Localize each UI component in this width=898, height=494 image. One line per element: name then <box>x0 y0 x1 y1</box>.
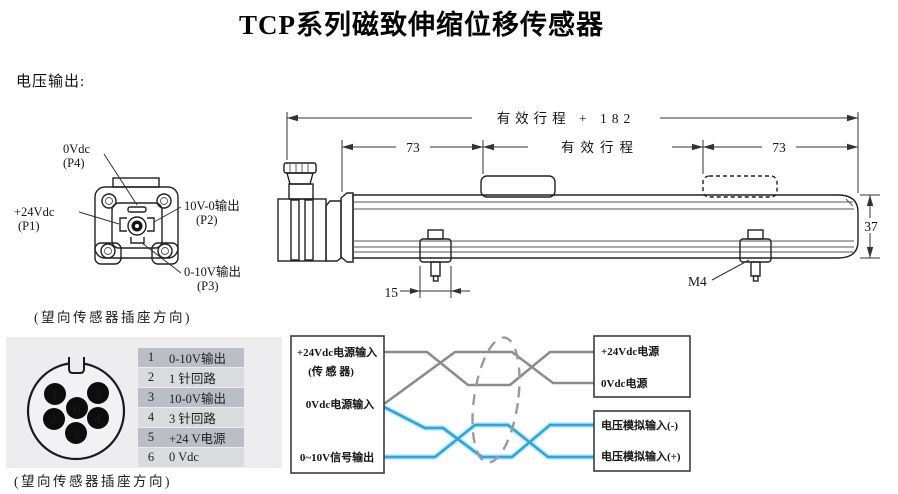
label-p2-name: 10V-0输出 <box>184 198 240 213</box>
connector-face-caption: (望向传感器插座方向) <box>34 310 192 325</box>
round-connector-diagram: 1 5 6 2 4 3 <box>26 357 126 461</box>
pin-desc-cell: 3 针回路 <box>169 412 216 426</box>
sensor-box-line2: (传 感 器) <box>308 364 354 378</box>
connector-face-labels: 0Vdc (P4) +24Vdc (P1) 10V-0输出 (P2) 0-10V… <box>14 142 241 293</box>
dim-73-left: 73 <box>406 140 420 155</box>
label-p3-name: 0-10V输出 <box>184 264 241 279</box>
leader-lines <box>78 153 182 274</box>
dim-total-stroke-label: 有效行程 + 182 <box>497 111 636 126</box>
dim-15-foot: 15 <box>385 285 399 300</box>
sensor-box <box>290 335 385 474</box>
label-p3-pin: (P3) <box>197 279 219 293</box>
page-title: TCP系列磁致伸缩位移传感器 <box>239 10 604 40</box>
pin-number-cell: 6 <box>147 450 155 464</box>
wiring-diagram: +24Vdc电源输入 (传 感 器) 0Vdc电源输入 0~10V信号输出 +2… <box>290 335 691 474</box>
label-p2-pin: (P2) <box>196 213 218 227</box>
dimension-arrows <box>287 114 874 294</box>
sensor-body <box>352 194 859 259</box>
section-label: 电压输出: <box>16 74 86 90</box>
cable-jacket-ellipse <box>471 336 521 464</box>
cable-plug-assembly <box>277 162 354 263</box>
pin-desc-cell: 10-0V输出 <box>169 392 226 406</box>
connector-face-drawing <box>94 177 179 265</box>
pin-desc-cell: +24 V电源 <box>169 432 226 446</box>
pin-p3-tab <box>130 237 145 244</box>
table-row: 4 3 针回路 <box>138 408 244 427</box>
pin-number-cell: 5 <box>147 430 155 444</box>
magnet-slider-phantom <box>702 175 778 198</box>
mounting-foot-left <box>419 229 452 282</box>
sensor-dimension-drawing: 有效行程 + 182 73 有效行程 73 37 15 M4 <box>277 109 883 300</box>
pin-p1-bracket <box>119 217 127 232</box>
connector-face-diagram: 0Vdc (P4) +24Vdc (P1) 10V-0输出 (P2) 0-10V… <box>14 142 241 293</box>
power-box-line1: +24Vdc电源 <box>601 344 659 358</box>
signal-wire-halo <box>382 404 594 460</box>
sensor-box-line3: 0Vdc电源输入 <box>306 397 374 411</box>
pin-number-cell: 3 <box>147 390 155 404</box>
label-p1-pin: (P1) <box>18 219 40 233</box>
power-supply-box <box>593 335 691 398</box>
pin-desc-cell: 0-10V输出 <box>169 352 226 366</box>
pin-assignment-table: 1 0-10V输出 2 1 针回路 3 10-0V输出 4 3 针回路 5 +2… <box>138 348 244 468</box>
pin-number-2: 2 <box>51 412 58 427</box>
sensor-box-labels: +24Vdc电源输入 (传 感 器) 0Vdc电源输入 0~10V信号输出 <box>297 345 377 464</box>
dim-stroke-label: 有效行程 <box>561 140 639 155</box>
power-box-labels: +24Vdc电源 0Vdc电源 <box>601 344 659 390</box>
screw-label-m4: M4 <box>688 274 707 289</box>
keyway-notch <box>68 357 85 374</box>
table-row: 5 +24 V电源 <box>138 428 244 447</box>
pin-p2-bracket <box>147 217 155 232</box>
body-extrusion-lines <box>353 198 854 253</box>
sensor-box-line1: +24Vdc电源输入 <box>297 345 377 359</box>
connector-pins <box>43 382 109 444</box>
table-row: 1 0-10V输出 <box>138 348 244 367</box>
sensor-box-line4: 0~10V信号输出 <box>300 450 374 464</box>
power-wire-pair <box>383 350 594 406</box>
pin-p4-slot <box>127 206 147 213</box>
pin-number-cell: 4 <box>147 410 155 424</box>
signal-box-line2: 电压模拟输入(+) <box>601 449 681 463</box>
signal-box-labels: 电压模拟输入(-) 电压模拟输入(+) <box>601 418 681 463</box>
center-pin <box>127 216 147 236</box>
table-row: 6 0 Vdc <box>138 448 244 467</box>
pin-number-cell: 2 <box>147 370 155 384</box>
table-row: 2 1 针回路 <box>138 368 244 387</box>
signal-box-line1: 电压模拟输入(-) <box>601 418 678 432</box>
power-box-line2: 0Vdc电源 <box>601 376 647 390</box>
pin-number-4: 4 <box>95 411 102 426</box>
label-p4-name: 0Vdc <box>63 142 91 156</box>
dim-37-height: 37 <box>864 219 878 234</box>
pin-desc-cell: 1 针回路 <box>169 372 216 386</box>
round-connector-caption: (望向传感器插座方向) <box>14 474 172 489</box>
pin-desc-cell: 0 Vdc <box>169 450 199 464</box>
pin-numbers: 1 5 6 2 4 3 <box>51 386 102 441</box>
pin-number-3: 3 <box>73 426 80 441</box>
signal-wire-pair <box>383 405 594 459</box>
mounting-foot-right <box>739 229 772 282</box>
table-row: 3 10-0V输出 <box>138 388 244 407</box>
analog-input-box <box>593 410 691 472</box>
dim-73-right: 73 <box>772 140 786 155</box>
label-p1-name: +24Vdc <box>14 205 55 219</box>
label-p4-pin: (P4) <box>63 156 85 170</box>
pin-number-6: 6 <box>74 401 81 416</box>
pin-number-5: 5 <box>95 386 102 401</box>
dimension-labels: 有效行程 + 182 73 有效行程 73 37 15 M4 <box>385 109 883 300</box>
pin-number-1: 1 <box>52 387 59 402</box>
pin-number-cell: 1 <box>147 350 155 364</box>
magnet-slider <box>480 175 556 198</box>
